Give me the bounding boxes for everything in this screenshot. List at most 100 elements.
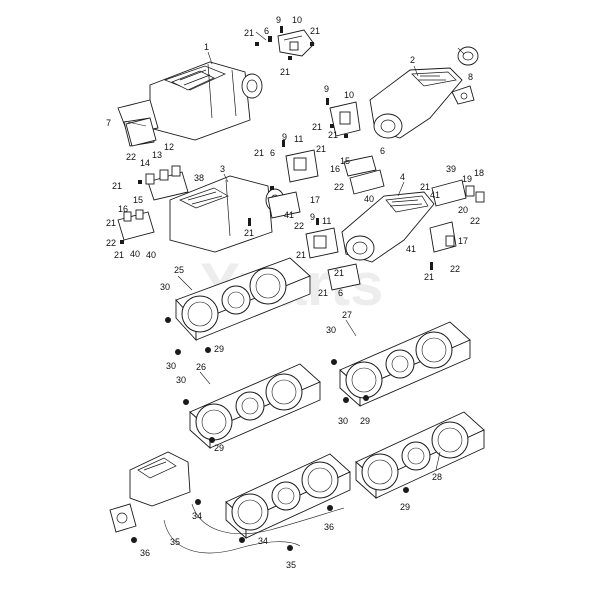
control-panel-25[interactable] [175,257,311,342]
callout-39: 39 [446,164,456,174]
callout-21-top-right: 21 [310,26,320,36]
callout-3: 3 [220,164,225,174]
callout-2: 2 [410,55,415,65]
callout-15-left: 15 [133,195,143,205]
cover-38[interactable] [147,171,189,201]
callout-9-top: 9 [276,15,281,25]
callout-21-top-mid: 21 [280,67,290,77]
callout-21-mid-c: 21 [316,144,326,154]
callout-11-middle: 11 [294,134,303,144]
callout-30-right-b: 30 [338,416,348,426]
bracket-17-20-middle[interactable] [267,191,301,219]
callout-30-mid: 30 [176,375,186,385]
clip-8[interactable] [451,85,475,105]
callout-1: 1 [204,42,209,52]
callout-40-left: 40 [130,249,140,259]
callout-6-lower: 6 [338,288,343,298]
control-panel-27[interactable] [339,321,471,408]
callout-8: 8 [468,72,473,82]
callout-7-left: 7 [106,118,111,128]
callout-41-mid: 41 [284,210,294,220]
bracket-40-middle[interactable] [349,169,385,195]
callout-21-lower-c: 21 [318,288,328,298]
callout-22-left-b: 22 [106,238,116,248]
callout-9-right: 9 [324,84,329,94]
callout-14: 14 [140,158,150,168]
callout-16-left: 16 [118,204,128,214]
callout-21-mid-b: 21 [244,228,254,238]
callout-29-upper: 29 [214,344,224,354]
callout-11-lower: 11 [322,216,331,226]
callout-40-middle: 40 [364,194,374,204]
callout-35-right: 35 [286,560,296,570]
control-cable-35[interactable] [163,519,301,554]
bracket-39-right[interactable] [431,179,485,207]
callout-21-left-a: 21 [112,181,122,191]
callout-21-right-b: 21 [328,130,338,140]
air-duct-housing-4[interactable] [341,191,435,263]
callout-30-upper: 30 [160,282,170,292]
screw-9-top [280,26,283,33]
callout-34-right: 34 [258,536,268,546]
callout-26: 26 [196,362,206,372]
callout-6-right: 6 [380,146,385,156]
screw-21-right-b [344,134,348,138]
callout-21-right-d: 21 [424,272,434,282]
callout-41-right: 41 [406,244,416,254]
callout-21-lower-b: 21 [334,268,344,278]
blower-housing-3[interactable] [169,175,285,253]
bracket-11-middle[interactable] [285,149,319,183]
callout-16-middle: 16 [330,164,340,174]
callout-21-left-c: 21 [106,218,116,228]
clip-17-right[interactable] [445,235,455,247]
bracket-6-lower[interactable] [327,263,361,291]
callout-36-right: 36 [324,522,334,532]
screw-9-right [326,98,329,105]
screw-6-top [268,36,272,42]
air-duct-housing-2[interactable] [369,67,463,139]
callout-35-left: 35 [170,537,180,547]
bracket-40-left[interactable] [117,209,155,241]
callout-21-right-a: 21 [312,122,322,132]
screw-21-top-a [255,42,259,46]
callout-21-left-b: 21 [114,250,124,260]
callout-21-mid-a: 21 [254,148,264,158]
bracket-11-lower[interactable] [305,227,339,259]
callout-22-mid: 22 [294,221,304,231]
control-panel-26[interactable] [189,363,321,450]
motor-7-top-right[interactable] [457,46,479,66]
clip-15-middle[interactable] [343,155,377,177]
callout-30-right: 30 [326,325,336,335]
callout-29-lower: 29 [400,502,410,512]
bracket-10-top[interactable] [277,29,315,57]
callout-6-mid: 6 [270,148,275,158]
callout-36-left: 36 [140,548,150,558]
callout-22-right: 22 [470,216,480,226]
callout-19: 19 [462,174,472,184]
callout-41-upper: 41 [430,190,440,200]
blower-housing-bottom[interactable] [109,451,191,533]
callout-27: 27 [342,310,352,320]
callout-labels-repeated: 21 21 9 10 21 21 21 6 9 21 22 21 41 21 2… [106,26,480,570]
callout-29-mid: 29 [214,443,224,453]
screw-21-top-c [288,56,292,60]
callout-29-right: 29 [360,416,370,426]
callout-21-lower-a: 21 [296,250,306,260]
callout-21-right-c: 21 [420,182,430,192]
screw-21-top-b [310,42,314,46]
control-cable-36[interactable] [191,503,345,535]
callout-10-top: 10 [292,15,302,25]
callout-21-top-left: 21 [244,28,254,38]
callout-22-left: 22 [126,152,136,162]
bracket-7-left[interactable] [125,117,157,147]
control-panel-28[interactable] [355,411,485,500]
blower-housing-1[interactable] [117,61,263,147]
leader-lines [127,31,465,471]
callout-10-right: 10 [344,90,354,100]
clips-12-13-14[interactable] [145,165,181,185]
control-panel-lower[interactable] [225,453,351,540]
callout-20: 20 [458,205,468,215]
callout-17-right: 17 [458,236,468,246]
callout-22-middle: 22 [334,182,344,192]
callout-18: 18 [474,168,484,178]
